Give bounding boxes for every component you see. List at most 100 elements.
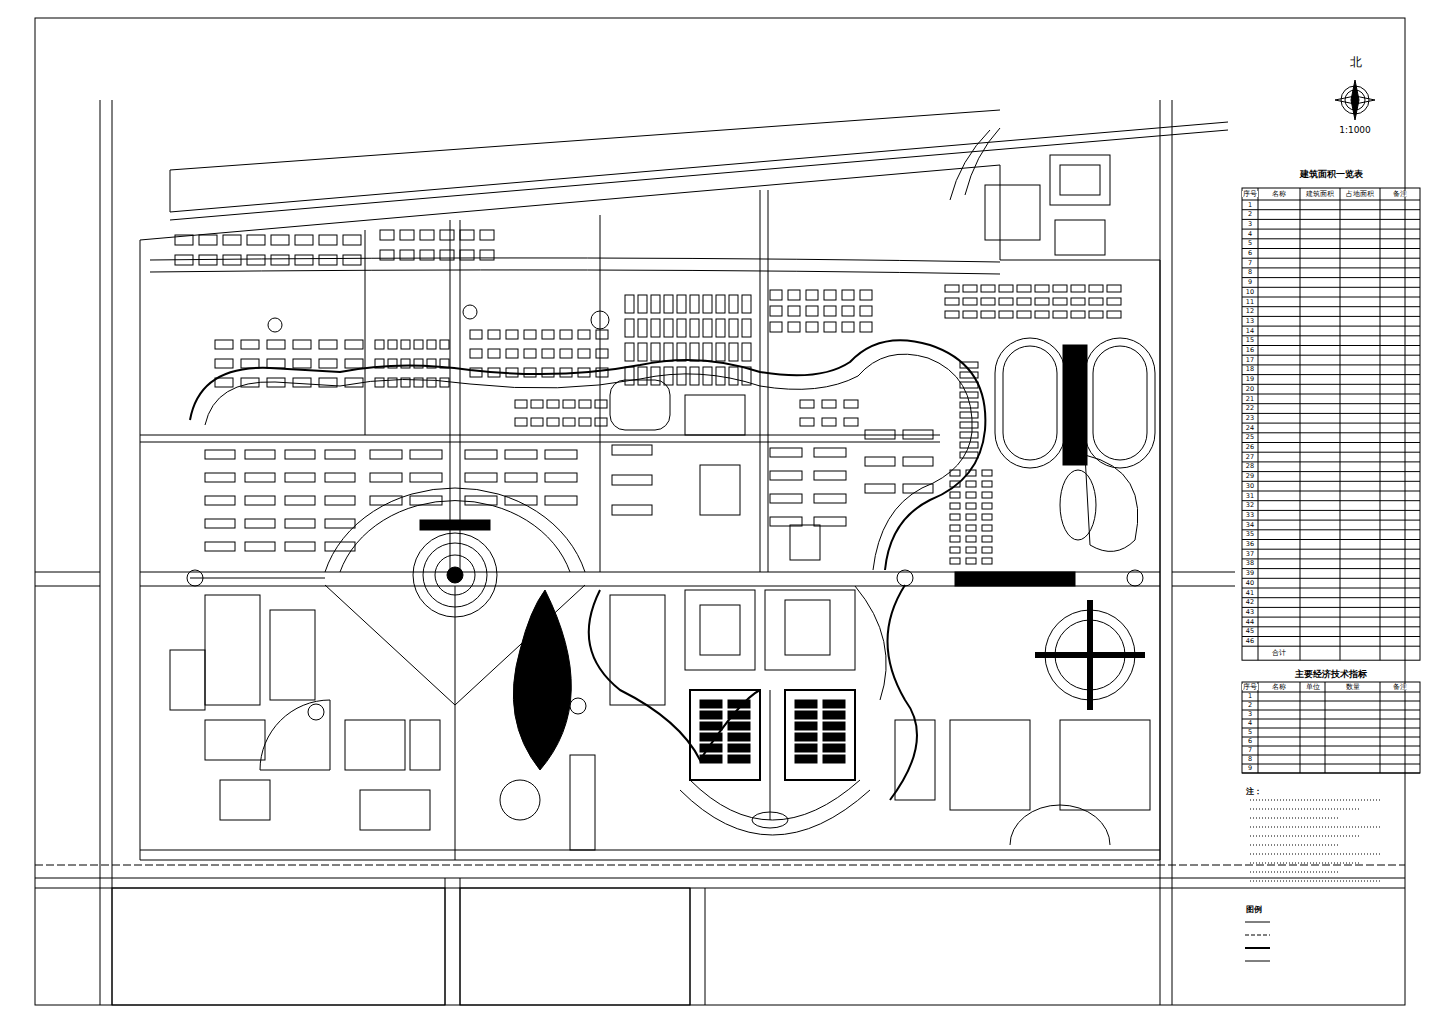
table-text: 3 — [1247, 711, 1253, 718]
building — [215, 378, 233, 387]
building — [388, 340, 397, 349]
building — [742, 295, 751, 313]
building — [1071, 285, 1085, 292]
roundabout — [187, 570, 203, 586]
building — [563, 418, 575, 426]
table-rule — [1242, 229, 1420, 230]
building — [241, 359, 259, 368]
building — [795, 755, 817, 763]
building — [950, 503, 960, 509]
table-text: 4 — [1247, 231, 1253, 238]
building — [716, 295, 725, 313]
building — [545, 450, 577, 459]
table-rule — [1242, 746, 1420, 747]
building — [982, 492, 992, 498]
table-rule — [1242, 413, 1420, 414]
building — [325, 496, 355, 505]
table-rule — [1242, 306, 1420, 307]
building — [175, 255, 193, 265]
building — [999, 298, 1013, 305]
building — [205, 450, 235, 459]
building — [824, 290, 836, 300]
table-rule — [1242, 646, 1420, 647]
table-border — [1242, 682, 1420, 773]
building — [865, 457, 895, 466]
building — [795, 744, 817, 752]
building — [388, 378, 397, 387]
building — [295, 235, 313, 245]
building — [460, 250, 474, 260]
building — [950, 492, 960, 498]
table-text: 32 — [1245, 502, 1255, 509]
building — [806, 322, 818, 332]
table-text: 7 — [1247, 260, 1253, 267]
table-text: 40 — [1245, 580, 1255, 587]
building — [1035, 298, 1049, 305]
south-plaza — [680, 690, 870, 835]
note-line — [1250, 872, 1340, 873]
building — [795, 722, 817, 730]
building — [800, 400, 814, 408]
table-rule — [1242, 316, 1420, 317]
building — [844, 400, 858, 408]
building — [625, 343, 634, 361]
building — [1089, 311, 1103, 318]
table-rule — [1242, 701, 1420, 702]
building — [515, 418, 527, 426]
building — [595, 418, 607, 426]
table-text: 36 — [1245, 541, 1255, 548]
building — [531, 400, 543, 408]
building — [370, 473, 402, 482]
table-text: 38 — [1245, 560, 1255, 567]
campus-boundary — [140, 165, 1160, 860]
building — [982, 470, 992, 476]
table-rule — [1242, 403, 1420, 404]
building — [596, 349, 608, 358]
building — [547, 400, 559, 408]
building — [1107, 298, 1121, 305]
building — [547, 418, 559, 426]
table-rule — [1242, 710, 1420, 711]
building — [545, 496, 577, 505]
roundabout — [897, 570, 913, 586]
teaching-buildings — [170, 380, 1150, 850]
building — [343, 235, 361, 245]
table-text: 11 — [1245, 299, 1255, 306]
building — [963, 298, 977, 305]
building — [651, 367, 660, 385]
table-text: 备注 — [1392, 191, 1408, 198]
building — [903, 457, 933, 466]
table-text: 占地面积 — [1345, 191, 1375, 198]
building — [488, 330, 500, 339]
building — [524, 349, 536, 358]
building — [245, 473, 275, 482]
table-text: 22 — [1245, 405, 1255, 412]
table-rule — [1242, 345, 1420, 346]
table-text: 5 — [1247, 729, 1253, 736]
note-line — [1250, 818, 1340, 819]
building — [488, 349, 500, 358]
table-rule — [1242, 297, 1420, 298]
building — [795, 711, 817, 719]
building — [505, 450, 537, 459]
building — [966, 525, 976, 531]
building — [823, 755, 845, 763]
table-rule — [1242, 200, 1420, 201]
table-rule — [1242, 248, 1420, 249]
building — [596, 368, 608, 377]
building — [401, 378, 410, 387]
table-text: 37 — [1245, 551, 1255, 558]
building — [175, 235, 193, 245]
building — [465, 496, 497, 505]
table-rule — [1242, 588, 1420, 589]
table-text: 6 — [1247, 738, 1253, 745]
building — [215, 340, 233, 349]
building — [824, 322, 836, 332]
building — [700, 700, 722, 708]
note-line — [1250, 854, 1380, 855]
table-rule — [1242, 549, 1420, 550]
table-text: 序号 — [1242, 684, 1258, 691]
building — [651, 319, 660, 337]
building — [295, 255, 313, 265]
building — [981, 311, 995, 318]
